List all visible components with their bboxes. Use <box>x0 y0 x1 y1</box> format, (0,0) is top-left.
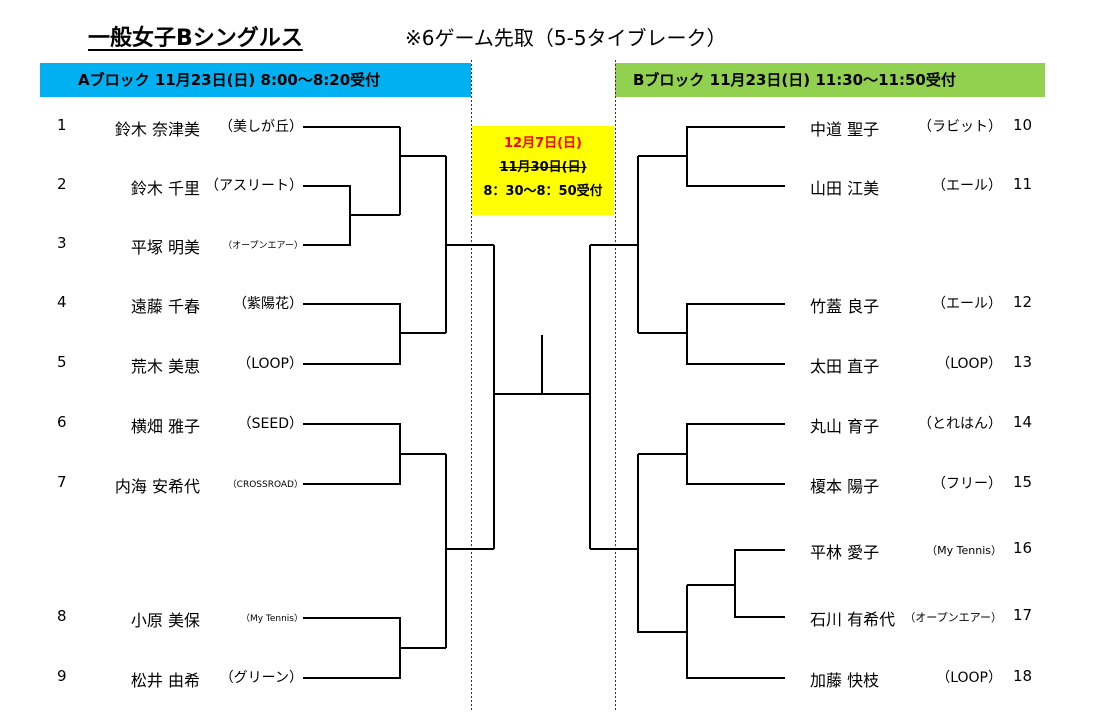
player-name: 松井 由希 <box>130 671 200 690</box>
player-number: 1 <box>57 116 67 134</box>
player-name: 横畑 雅子 <box>130 417 200 436</box>
player-name: 内海 安希代 <box>114 477 200 496</box>
block-a-header: Aブロック 11月23日(日) 8:00～8:20受付 <box>40 63 471 97</box>
bracket-a-8-9 <box>303 617 446 679</box>
player-name: 丸山 育子 <box>810 417 880 436</box>
player-club: （CROSSROAD） <box>227 480 303 490</box>
player-club: （グリーン） <box>219 670 303 686</box>
player-number: 13 <box>1013 353 1033 371</box>
player-number: 11 <box>1013 175 1033 193</box>
player-name: 榎本 陽子 <box>810 477 880 496</box>
player-club: （ラビット） <box>918 119 1002 135</box>
bracket-a-6-7 <box>303 423 446 485</box>
player-name: 竹蓋 良子 <box>810 297 880 316</box>
player-number: 12 <box>1013 293 1033 311</box>
player-club: （紫陽花） <box>233 296 303 312</box>
player-club: （とれはん） <box>918 416 1002 432</box>
player-number: 9 <box>57 667 67 685</box>
player-name: 鈴木 千里 <box>130 179 200 198</box>
bracket-b-16-17 <box>687 549 785 618</box>
block-b-header: Bブロック 11月23日(日) 11:30～11:50受付 <box>615 63 1045 97</box>
bracket-b-18 <box>686 585 785 679</box>
bracket-a-4-5 <box>303 303 446 365</box>
player-club: （LOOP） <box>936 356 1002 372</box>
player-number: 14 <box>1013 413 1033 431</box>
player-club: （オープンエアー） <box>904 611 1002 624</box>
bracket-b-r3-bottom <box>590 454 687 633</box>
bracket-a-r3-bottom <box>445 454 494 648</box>
player-number: 5 <box>57 353 67 371</box>
player-name: 平林 愛子 <box>810 543 880 562</box>
final-reception-time: 8：30～8：50受付 <box>483 184 603 199</box>
player-number: 15 <box>1013 473 1033 491</box>
final-date-old: 11月30日(日) <box>499 160 587 175</box>
player-name: 中道 聖子 <box>810 120 880 139</box>
bracket-b-r3-top <box>590 156 639 333</box>
bracket-b-10-11 <box>638 126 785 187</box>
player-name: 遠藤 千春 <box>130 297 200 316</box>
player-club: （オープンエアー） <box>223 241 303 251</box>
player-name: 鈴木 奈津美 <box>114 120 200 139</box>
player-number: 6 <box>57 413 67 431</box>
player-club: （SEED） <box>237 416 303 432</box>
player-club: （アスリート） <box>205 178 303 194</box>
player-number: 17 <box>1013 606 1033 624</box>
bracket-a-r3-top <box>445 156 494 333</box>
final-date-new: 12月7日(日) <box>503 136 583 151</box>
player-club: （エール） <box>932 296 1002 312</box>
player-name: 荒木 美恵 <box>130 357 200 376</box>
bracket-a-2-3 <box>303 185 400 246</box>
bracket-b-final <box>542 245 591 549</box>
player-name: 石川 有希代 <box>810 610 896 629</box>
player-name: 太田 直子 <box>810 357 880 376</box>
player-club: （LOOP） <box>237 356 303 372</box>
player-name: 小原 美保 <box>130 611 200 630</box>
player-name: 山田 江美 <box>810 179 880 198</box>
player-number: 18 <box>1013 667 1033 685</box>
bracket-a-final <box>493 245 542 549</box>
player-club: （フリー） <box>932 476 1002 492</box>
player-number: 2 <box>57 175 67 193</box>
player-club: （エール） <box>932 178 1002 194</box>
match-rule: ※6ゲーム先取（5-5タイブレーク） <box>405 26 727 50</box>
player-number: 3 <box>57 234 67 252</box>
page-title: 一般女子Bシングルス <box>88 26 303 51</box>
player-number: 10 <box>1013 116 1033 134</box>
bracket-a-r2-top <box>399 127 446 215</box>
player-number: 8 <box>57 607 67 625</box>
bracket-b-14-15 <box>638 423 785 485</box>
player-club: （美しが丘） <box>219 119 303 135</box>
player-club: （LOOP） <box>936 670 1002 686</box>
player-name: 加藤 快枝 <box>810 671 880 690</box>
player-number: 16 <box>1013 539 1033 557</box>
player-number: 4 <box>57 293 67 311</box>
player-number: 7 <box>57 473 67 491</box>
final-schedule-box: 12月7日(日) 11月30日(日) 8：30～8：50受付 <box>472 126 614 215</box>
player-name: 平塚 明美 <box>130 238 200 257</box>
player-club: （My Tennis） <box>926 544 1002 557</box>
player-club: （My Tennis） <box>240 614 303 624</box>
bracket-b-12-13 <box>638 303 785 365</box>
